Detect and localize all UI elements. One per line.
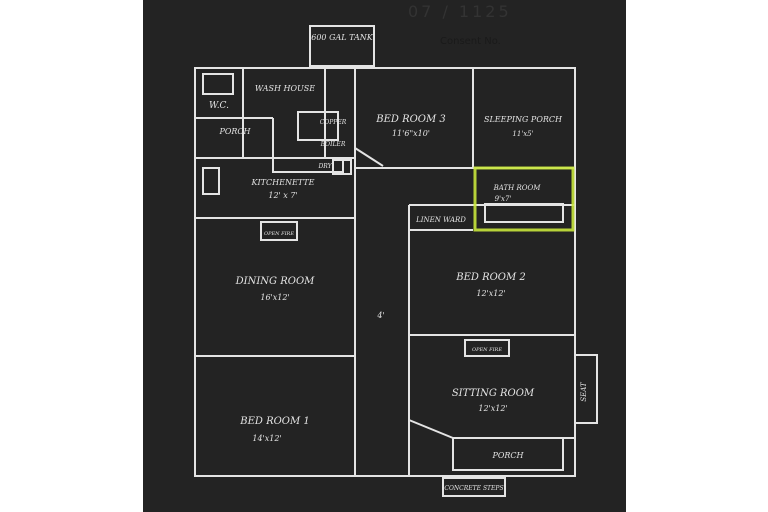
open-fire-1-box	[260, 221, 298, 241]
open-fire-1-label: OPEN FIRE	[264, 231, 294, 237]
bathroom-label: BATH ROOM	[493, 184, 542, 192]
wc-label: W.C.	[209, 101, 229, 111]
bedroom1-size: 14'x12'	[252, 434, 281, 443]
sleeping-porch-label: SLEEPING PORCH	[484, 115, 563, 124]
bedroom3-label: BED ROOM 3	[375, 114, 446, 125]
tank-label: 600 GAL TANK	[311, 33, 374, 42]
boiler-label: BOILER	[320, 141, 346, 148]
porch-small-label: PORCH	[218, 127, 251, 136]
water-tank	[309, 25, 375, 67]
wc-fixture	[202, 73, 234, 95]
kitchenette-size: 12' x 7'	[268, 191, 297, 200]
seat-label: SEAT	[580, 381, 588, 402]
porch-label: PORCH	[491, 451, 524, 460]
plan-sheet: 600 GAL TANK WASH HOUSE W.C. PORCH COPPE…	[143, 0, 626, 512]
hall-width-label: 4'	[376, 311, 384, 320]
dining-room-label: DINING ROOM	[235, 276, 316, 287]
linen-ward-label: LINEN WARD	[415, 216, 466, 224]
bathroom-highlight	[473, 166, 575, 232]
bedroom3-size: 11'6"x10'	[392, 129, 430, 138]
dry-label: DRY	[317, 163, 332, 170]
bedroom2-label: BED ROOM 2	[455, 272, 526, 283]
kitchenette-label: KITCHENETTE	[251, 178, 315, 187]
bedroom2-size: 12'x12'	[476, 289, 505, 298]
wash-house-label: WASH HOUSE	[255, 84, 315, 93]
seat-bay	[574, 354, 598, 424]
porch-box	[452, 437, 564, 471]
dining-room-size: 16'x12'	[260, 293, 289, 302]
consent-label: Consent No.	[440, 36, 501, 47]
ref-number: 07 / 1125	[408, 2, 512, 21]
sitting-room-size: 12'x12'	[478, 404, 507, 413]
steps-label: CONCRETE STEPS	[444, 485, 503, 492]
floor-plan: 600 GAL TANK WASH HOUSE W.C. PORCH COPPE…	[194, 25, 598, 497]
bathroom-size: 9'x7'	[495, 195, 512, 203]
sitting-room-label: SITTING ROOM	[452, 388, 535, 399]
open-fire-2-label: OPEN FIRE	[472, 347, 502, 353]
copper-label: COPPER	[320, 119, 347, 126]
house-outline	[194, 67, 576, 477]
sleeping-porch-size: 11'x5'	[512, 130, 533, 138]
steps-box	[442, 477, 506, 497]
open-fire-2-box	[464, 339, 510, 357]
bedroom1-label: BED ROOM 1	[239, 416, 310, 427]
